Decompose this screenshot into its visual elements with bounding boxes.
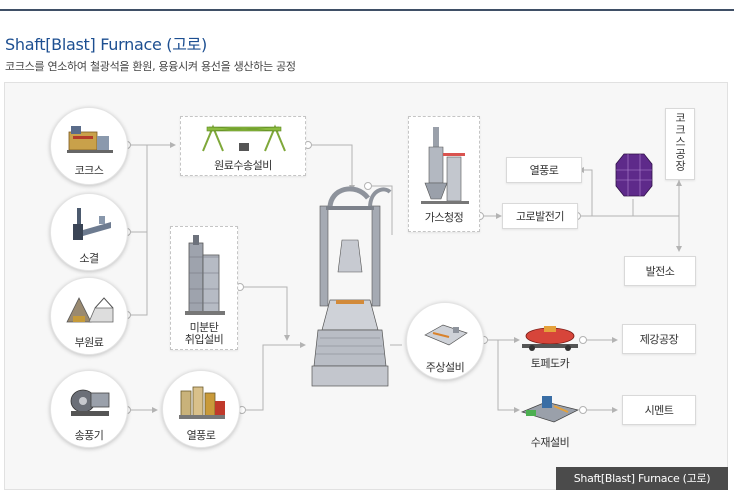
- steel-plant-label: 제강공장: [639, 333, 679, 346]
- casting-floor-icon: [424, 324, 468, 346]
- sub-material-label: 부원료: [74, 336, 104, 349]
- node-power-plant: 발전소: [624, 256, 696, 286]
- hot-stove-icon: [179, 386, 225, 419]
- diagram-caption: Shaft[Blast] Furnace (고로): [556, 467, 728, 490]
- coke-plant-label: 코크스공장: [666, 112, 694, 175]
- cement-label: 시멘트: [644, 404, 674, 417]
- hot-stove-label: 열풍로: [186, 429, 216, 442]
- gas-cleaner-icon: [421, 127, 469, 204]
- slag-granulation-icon: [520, 396, 580, 423]
- page-title: Shaft[Blast] Furnace (고로): [5, 35, 207, 54]
- blower-icon: [70, 389, 110, 416]
- node-coke: 코크스: [50, 107, 128, 185]
- gas-cleaning-label: 가스청정: [424, 211, 464, 224]
- node-cement: 시멘트: [622, 395, 696, 425]
- coke-label: 코크스: [74, 164, 104, 177]
- node-sub-material: 부원료: [50, 277, 128, 355]
- node-coke-plant: 코크스공장: [665, 108, 695, 180]
- gas-holder-icon: [615, 153, 653, 197]
- top-gas-generator-label: 고로발전기: [515, 210, 565, 223]
- node-steel-plant: 제강공장: [622, 324, 696, 354]
- blower-label: 송풍기: [74, 429, 104, 442]
- header-rule: [0, 9, 734, 11]
- coke-machine-icon: [67, 126, 113, 153]
- node-casting: 주상설비: [406, 302, 484, 380]
- sub-material-icon: [66, 297, 114, 323]
- node-raw-material-transport: 원료수송설비: [180, 116, 306, 176]
- pci-label-line1: 미분탄: [189, 321, 219, 334]
- pci-tower-icon: [185, 235, 225, 315]
- sinter-label: 소결: [79, 252, 99, 265]
- raw-material-transport-label: 원료수송설비: [214, 159, 272, 172]
- torpedo-car-label: 토페도카: [530, 357, 570, 370]
- power-plant-label: 발전소: [645, 265, 675, 278]
- blast-furnace-icon: [311, 186, 392, 387]
- page-subtitle: 코크스를 연소하여 철광석을 환원, 용융시켜 용선을 생산하는 공정: [5, 60, 296, 73]
- conveyor-gantry-icon: [202, 124, 286, 152]
- sinter-plant-icon: [73, 208, 111, 240]
- node-sinter: 소결: [50, 193, 128, 271]
- hot-stove-power-label: 열풍로: [529, 164, 559, 177]
- node-blower: 송풍기: [50, 370, 128, 448]
- torpedo-car-icon: [522, 326, 578, 351]
- node-hot-stove: 열풍로: [162, 370, 240, 448]
- node-gas-cleaning: 가스청정: [408, 116, 480, 232]
- pci-label-line2: 취입설비: [184, 333, 224, 346]
- node-hot-stove-power: 열풍로: [506, 157, 582, 183]
- node-top-gas-generator: 고로발전기: [502, 203, 578, 229]
- coke-plant-label-text: 코크스공장: [673, 112, 687, 172]
- casting-label: 주상설비: [425, 361, 465, 374]
- node-pci: 미분탄 취입설비: [170, 226, 238, 350]
- slag-equipment-label: 수재설비: [530, 436, 570, 449]
